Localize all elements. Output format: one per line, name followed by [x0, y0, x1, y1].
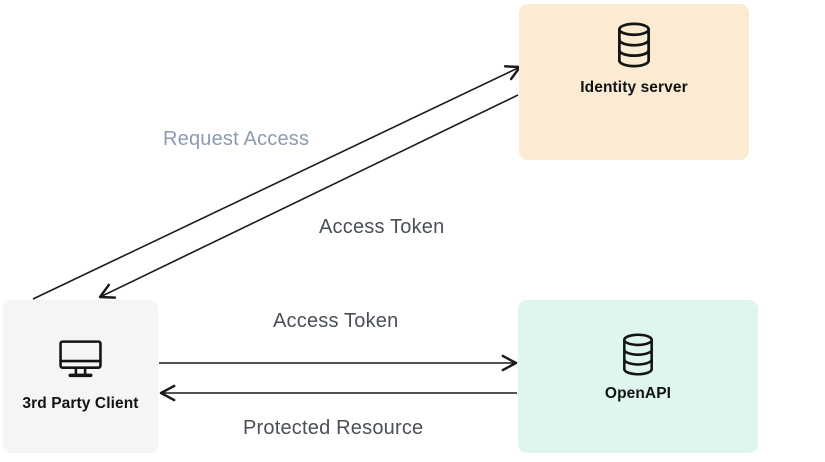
database-icon	[623, 333, 653, 376]
monitor-icon	[59, 340, 102, 378]
edge-label-access-token-from-identity: Access Token	[319, 216, 445, 238]
node-3rd-party-client: 3rd Party Client	[3, 300, 158, 453]
node-openapi: OpenAPI	[518, 300, 758, 453]
node-label-identity-server: Identity server	[580, 79, 688, 96]
access-token-return-arrow	[98, 94, 519, 299]
edge-label-protected-resource: Protected Resource	[243, 417, 424, 439]
edge-label-request-access: Request Access	[163, 128, 310, 150]
request-access-arrow	[32, 65, 522, 300]
database-icon	[618, 22, 650, 68]
edge-label-access-token-to-openapi: Access Token	[273, 310, 399, 332]
node-label-openapi: OpenAPI	[604, 385, 672, 402]
node-identity-server: Identity server	[519, 4, 749, 160]
node-label-3rd-party-client: 3rd Party Client	[22, 395, 139, 412]
